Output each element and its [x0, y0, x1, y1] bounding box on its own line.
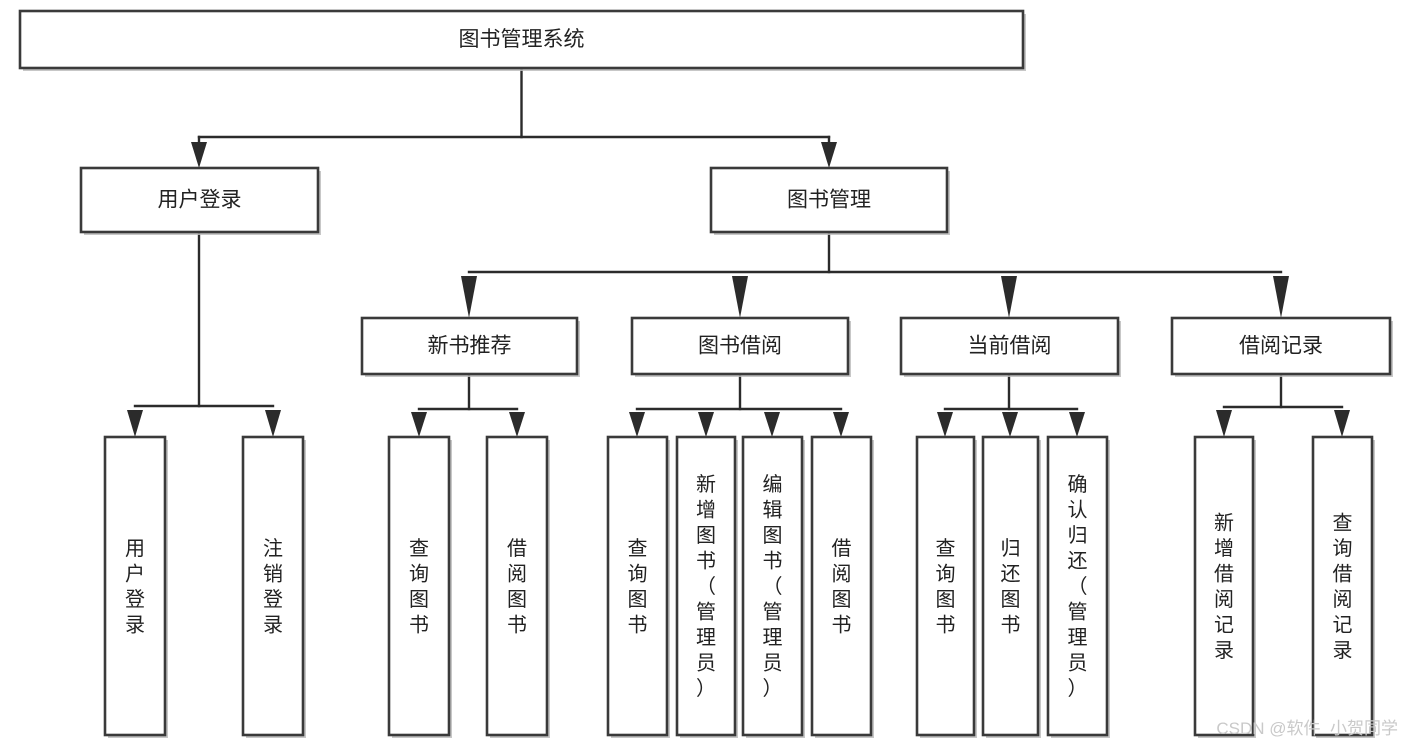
- arrow-head-leaf-edit-book-admin: [764, 412, 780, 437]
- csdn-watermark: CSDN @软件_小贺同学: [1216, 719, 1398, 738]
- node-leaf-user-login[interactable]: 用户登录: [103, 435, 168, 738]
- node-leaf-query-book-current[interactable]: 查询图书: [915, 435, 977, 738]
- arrow-head-leaf-borrow-book: [833, 412, 849, 437]
- node-box[interactable]: [241, 435, 305, 737]
- arrow-head-leaf-add-borrow-record: [1216, 410, 1232, 437]
- node-box[interactable]: [1193, 435, 1255, 737]
- node-leaf-confirm-return-admin[interactable]: 确认归还（管理员）: [1046, 435, 1110, 738]
- node-box[interactable]: [915, 435, 976, 737]
- node-new-book-recommend[interactable]: 新书推荐: [360, 316, 580, 377]
- node-box[interactable]: [1311, 435, 1374, 737]
- node-label: 归还图书: [1001, 537, 1021, 637]
- node-label: 查询图书: [936, 537, 956, 637]
- node-box[interactable]: [606, 435, 669, 737]
- node-box[interactable]: [103, 435, 167, 737]
- arrow-head-leaf-user-logout: [265, 410, 281, 437]
- node-leaf-add-book-admin[interactable]: 新增图书（管理员）: [675, 435, 738, 738]
- node-user-login[interactable]: 用户登录: [79, 166, 321, 235]
- arrow-head-borrow-record: [1273, 276, 1289, 318]
- node-leaf-query-borrow-record[interactable]: 查询借阅记录: [1311, 435, 1375, 738]
- node-label: 新增借阅记录: [1214, 511, 1234, 662]
- node-box[interactable]: [79, 166, 320, 234]
- node-label: 查询借阅记录: [1333, 511, 1353, 662]
- node-box[interactable]: [899, 316, 1120, 376]
- node-label: 借阅图书: [832, 537, 852, 637]
- arrow-head-leaf-confirm-return-admin: [1069, 412, 1085, 437]
- arrow-head-current-borrow: [1001, 276, 1017, 318]
- arrow-head-user-login: [191, 142, 207, 168]
- node-layer: 图书管理系统用户登录图书管理新书推荐图书借阅当前借阅借阅记录用户登录注销登录查询…: [18, 9, 1393, 738]
- node-label: 借阅图书: [507, 537, 527, 637]
- node-box[interactable]: [675, 435, 737, 737]
- node-box[interactable]: [810, 435, 873, 737]
- node-label: 图书借阅: [698, 335, 782, 358]
- node-label: 用户登录: [158, 189, 242, 212]
- node-box[interactable]: [360, 316, 579, 376]
- arrow-head-leaf-add-book-admin: [698, 412, 714, 437]
- node-label: 确认归还（管理员）: [1068, 473, 1088, 700]
- node-label: 图书管理系统: [459, 28, 585, 51]
- node-label: 新增图书（管理员）: [696, 473, 716, 700]
- arrow-head-leaf-query-book-current: [937, 412, 953, 437]
- node-box[interactable]: [485, 435, 549, 737]
- node-label: 当前借阅: [968, 335, 1052, 358]
- node-leaf-edit-book-admin[interactable]: 编辑图书（管理员）: [741, 435, 805, 738]
- node-box[interactable]: [1170, 316, 1392, 376]
- arrow-head-leaf-query-book-borrow: [629, 412, 645, 437]
- node-box[interactable]: [630, 316, 850, 376]
- node-label: 查询图书: [628, 537, 648, 637]
- node-book-borrow[interactable]: 图书借阅: [630, 316, 851, 377]
- arrow-head-leaf-query-borrow-record: [1334, 410, 1350, 437]
- node-label: 查询图书: [409, 537, 429, 637]
- arrow-head-leaf-borrow-book-recommend: [509, 412, 525, 437]
- node-borrow-record[interactable]: 借阅记录: [1170, 316, 1393, 377]
- node-box[interactable]: [1046, 435, 1109, 737]
- arrow-head-book-borrow: [732, 276, 748, 318]
- arrow-head-leaf-query-book-recommend: [411, 412, 427, 437]
- node-label: 借阅记录: [1239, 335, 1323, 358]
- node-box[interactable]: [709, 166, 949, 234]
- arrow-head-book-management: [821, 142, 837, 168]
- arrow-head-leaf-return-book: [1002, 412, 1018, 437]
- node-leaf-query-book-borrow[interactable]: 查询图书: [606, 435, 670, 738]
- node-leaf-borrow-book-recommend[interactable]: 借阅图书: [485, 435, 550, 738]
- node-root[interactable]: 图书管理系统: [18, 9, 1026, 71]
- arrow-head-new-book-recommend: [461, 276, 477, 318]
- node-leaf-query-book-recommend[interactable]: 查询图书: [387, 435, 452, 738]
- node-book-management[interactable]: 图书管理: [709, 166, 950, 235]
- node-current-borrow[interactable]: 当前借阅: [899, 316, 1121, 377]
- arrow-head-leaf-user-login: [127, 410, 143, 437]
- node-leaf-return-book[interactable]: 归还图书: [981, 435, 1041, 738]
- node-label: 注销登录: [263, 537, 283, 637]
- node-leaf-user-logout[interactable]: 注销登录: [241, 435, 306, 738]
- node-leaf-add-borrow-record[interactable]: 新增借阅记录: [1193, 435, 1256, 738]
- connector-layer: [127, 66, 1350, 437]
- node-box[interactable]: [741, 435, 804, 737]
- node-label: 新书推荐: [428, 335, 512, 358]
- node-label: 图书管理: [787, 189, 871, 212]
- node-box[interactable]: [18, 9, 1025, 70]
- node-leaf-borrow-book[interactable]: 借阅图书: [810, 435, 874, 738]
- node-box[interactable]: [981, 435, 1040, 737]
- node-box[interactable]: [387, 435, 451, 737]
- node-label: 用户登录: [125, 538, 145, 637]
- node-label: 编辑图书（管理员）: [763, 473, 783, 700]
